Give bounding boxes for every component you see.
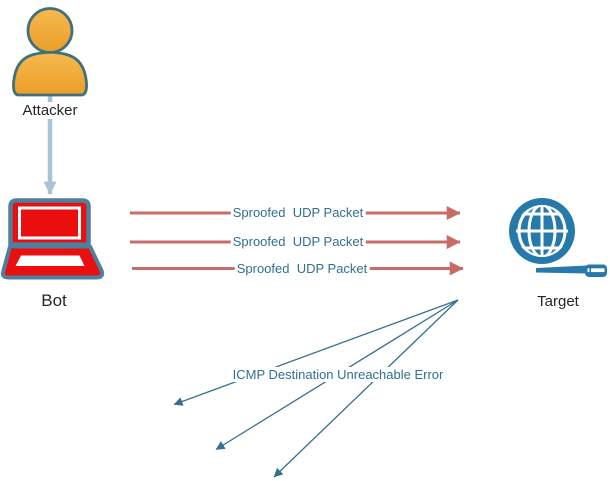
- globe-screwdriver-icon: [509, 198, 607, 277]
- target-label: Target: [518, 293, 598, 310]
- udp-packet-label-3: Sproofed UDP Packet: [234, 261, 370, 276]
- udp-packet-label-1: Sproofed UDP Packet: [230, 205, 366, 220]
- udp-packet-label-2: Sproofed UDP Packet: [230, 234, 366, 249]
- icmp-error-label: ICMP Destination Unreachable Error: [230, 367, 446, 382]
- person-icon: [12, 7, 88, 97]
- attacker-label: Attacker: [6, 102, 94, 119]
- icmp-arrow-1: [173, 299, 459, 406]
- icmp-arrow-3: [273, 299, 459, 478]
- laptop-icon: [0, 198, 105, 280]
- bot-label: Bot: [14, 291, 94, 310]
